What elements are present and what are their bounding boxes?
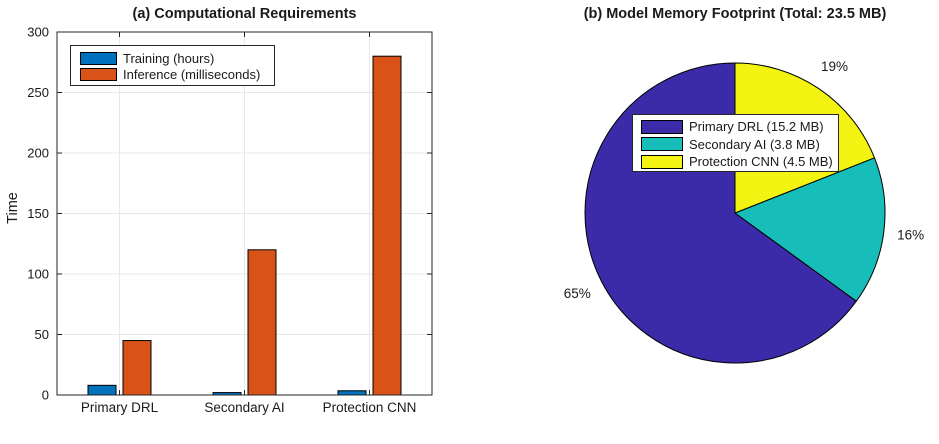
y-tick-label: 250 [27,85,49,100]
primary-drl-swatch [641,119,683,134]
bar-1-1 [247,249,277,396]
pie-percent-label-2: 19% [821,59,848,74]
secondary-ai-label: Secondary AI (3.8 MB) [689,136,820,152]
training-label: Training (hours) [123,50,215,66]
secondary-ai-swatch [641,137,683,152]
y-tick-label: 150 [27,206,49,221]
pie-chart-plot: 65% 16% 19% [564,59,924,364]
training-swatch [80,51,117,65]
legend-item-protection-cnn: Protection CNN (4.5 MB) [641,153,838,171]
y-tick-label: 200 [27,146,49,161]
bar-1-2 [372,55,402,396]
pie-chart-panel: 65% 16% 19% (b) Model Memory Footprint (To… [470,0,939,444]
bar-1-0 [122,340,152,396]
y-tick-label: 100 [27,267,49,282]
y-tick-label: 50 [35,327,49,342]
pie-chart-title: (b) Model Memory Footprint (Total: 23.5 … [583,6,887,22]
x-category-label: Protection CNN [323,400,417,415]
protection-cnn-swatch [641,154,683,169]
y-tick-label: 0 [42,388,49,403]
protection-cnn-label: Protection CNN (4.5 MB) [689,154,833,170]
bar-chart-title: (a) Computational Requirements [132,6,357,22]
inference-swatch [80,68,117,82]
legend-item-inference: Inference (milliseconds) [80,67,274,84]
pie-chart-legend: Primary DRL (15.2 MB) Secondary AI (3.8 … [632,114,839,172]
primary-drl-label: Primary DRL (15.2 MB) [689,119,824,135]
legend-item-secondary-ai: Secondary AI (3.8 MB) [641,136,838,154]
y-tick-label: 300 [27,25,49,40]
bar-0-2 [337,390,367,396]
x-category-label: Primary DRL [81,400,159,415]
x-category-label: Secondary AI [204,400,284,415]
legend-item-primary-drl: Primary DRL (15.2 MB) [641,118,838,136]
bar-chart-legend: Training (hours) Inference (milliseconds… [70,45,275,86]
inference-label: Inference (milliseconds) [123,67,261,83]
bar-0-0 [87,384,117,396]
y-axis-label: Time [5,192,21,224]
pie-percent-label-0: 65% [564,286,591,301]
pie-slice-1 [734,157,886,302]
legend-item-training: Training (hours) [80,50,274,67]
pie-percent-label-1: 16% [897,228,924,243]
